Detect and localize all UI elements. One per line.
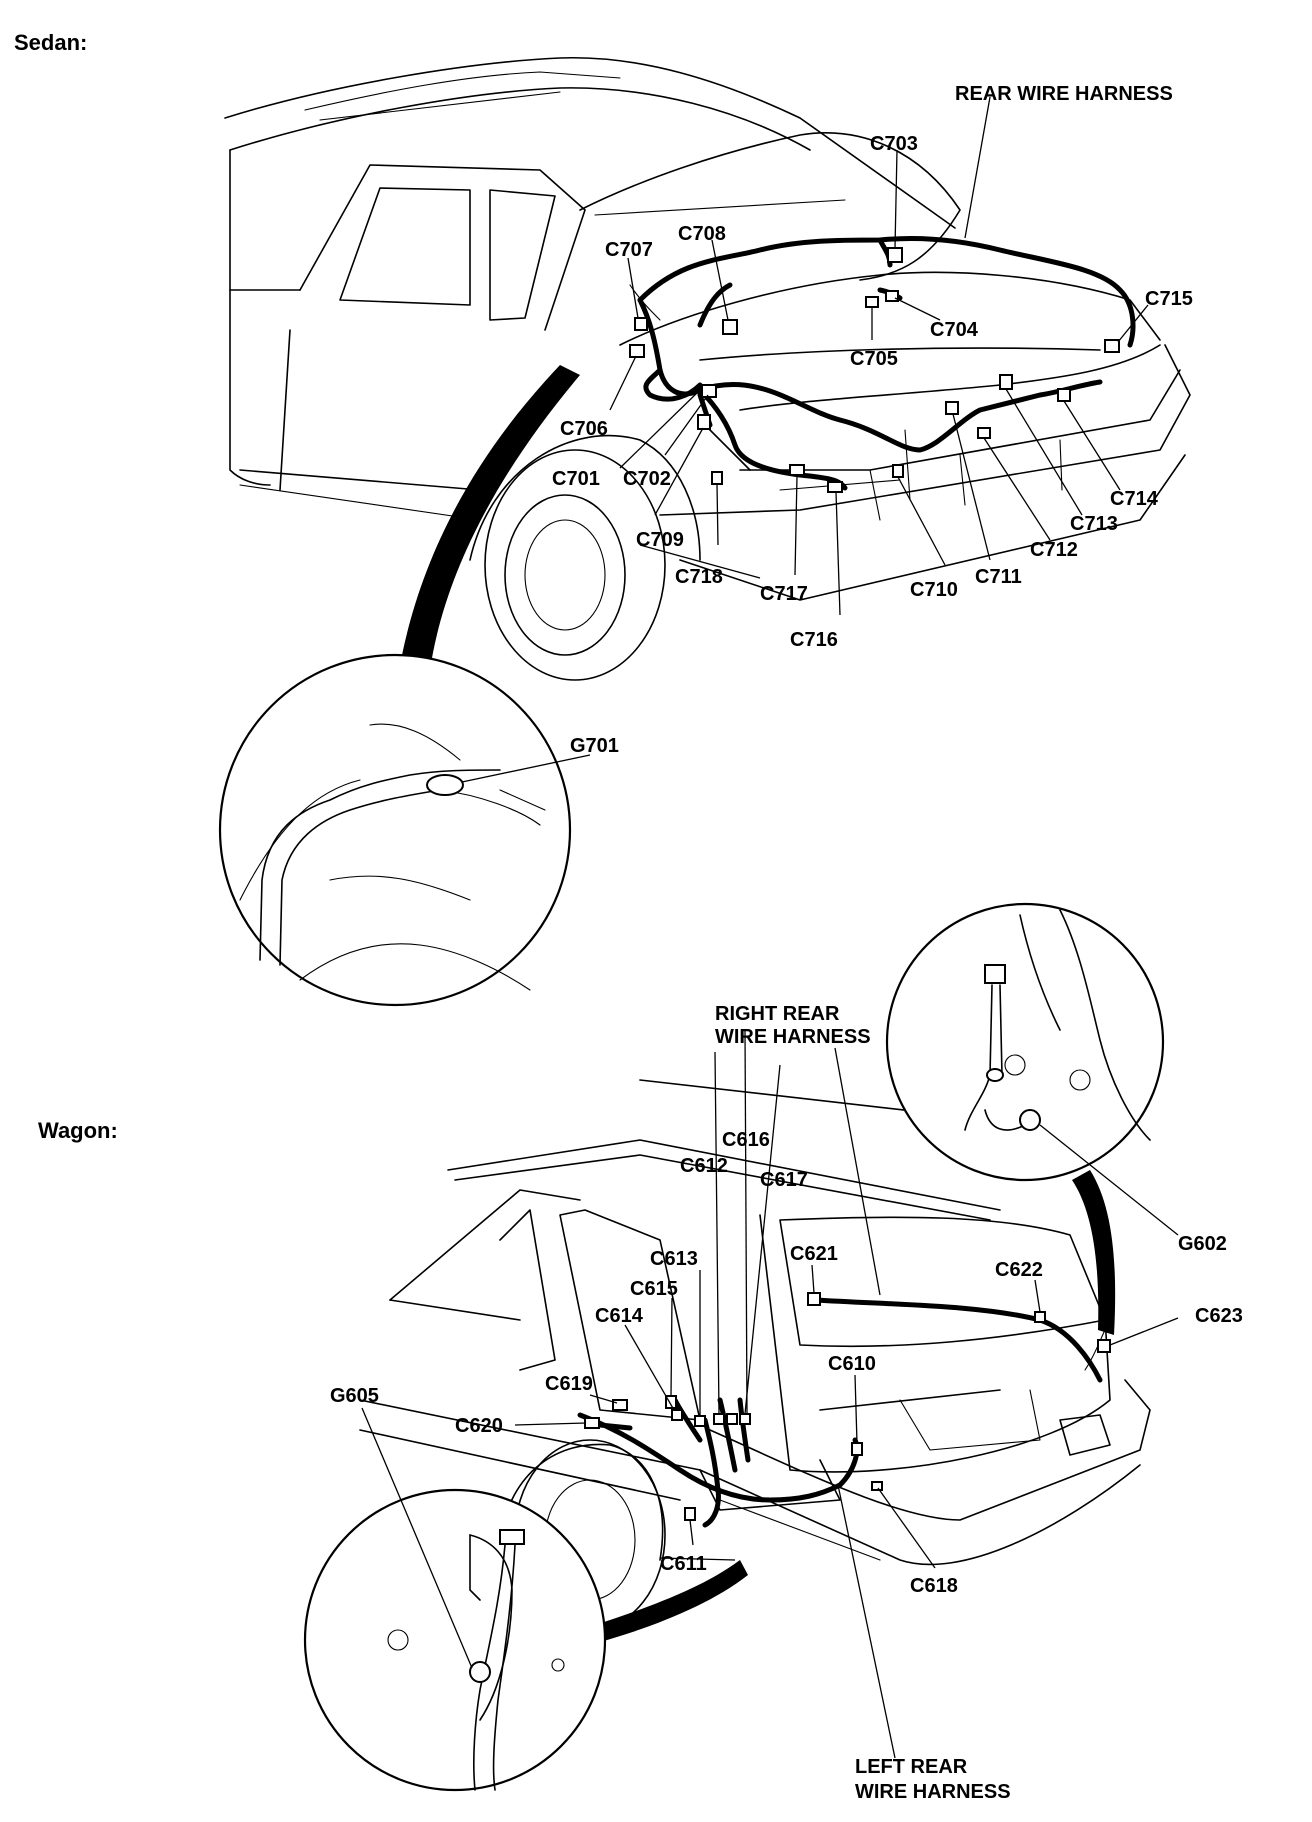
connector-c620 [584,1417,600,1429]
label-c704: C704 [930,319,979,341]
g602-grommet [986,1068,1004,1082]
connector-c617 [739,1413,751,1425]
label-rear-wire-harness: REAR WIRE HARNESS [955,83,1173,105]
connector-c705 [865,296,879,308]
label-c710: C710 [910,579,958,601]
connector-c622 [1034,1311,1046,1323]
label-right-rear-2: WIRE HARNESS [715,1026,871,1048]
label-c706: C706 [560,418,608,440]
label-c621: C621 [790,1243,838,1265]
connector-c714 [1057,388,1071,402]
label-right-rear-1: RIGHT REAR [715,1003,840,1025]
connector-c703 [887,247,903,263]
label-c619: C619 [545,1373,593,1395]
sedan-labels: REAR WIRE HARNESS C703 C708 C707 C715 C7… [552,83,1193,757]
sedan-leader-lines [609,96,1149,616]
sedan-g701-inset [218,365,591,1007]
g605-harness-connector [499,1529,525,1545]
label-c701: C701 [552,468,600,490]
label-c718: C718 [675,566,723,588]
connector-c618 [871,1481,883,1491]
label-left-rear-2: WIRE HARNESS [855,1781,1011,1803]
label-c707: C707 [605,239,653,261]
connector-c713 [999,374,1013,390]
connector-c716 [827,481,843,493]
label-left-rear-1: LEFT REAR [855,1756,968,1778]
label-c714: C714 [1110,488,1159,510]
label-c611: C611 [660,1553,707,1575]
connector-c712 [977,427,991,439]
label-c620: C620 [455,1415,503,1437]
label-g701: G701 [570,735,619,757]
connector-c715 [1104,339,1120,353]
ground-g602-terminal [1019,1109,1041,1131]
wagon-g605-inset [303,1407,748,1792]
connector-c616 [726,1413,738,1425]
connector-c717 [789,464,805,476]
sedan-body [224,56,1191,681]
connector-c718 [711,471,723,485]
label-c713: C713 [1070,513,1118,535]
label-c612: C612 [680,1155,728,1177]
connector-c610 [851,1442,863,1456]
wagon-leader-lines [514,1029,1179,1759]
label-c613: C613 [650,1248,698,1270]
label-c616: C616 [722,1129,770,1151]
label-c712: C712 [1030,539,1078,561]
sedan-heading: Sedan: [14,30,88,55]
label-c623: C623 [1195,1305,1243,1327]
label-c703: C703 [870,133,918,155]
wagon-heading: Wagon: [38,1118,118,1143]
label-c702: C702 [623,468,671,490]
label-c716: C716 [790,629,838,651]
connector-c619 [612,1399,628,1411]
label-c617: C617 [760,1169,808,1191]
label-c705: C705 [850,348,898,370]
connector-c709 [697,414,711,430]
connector-c613 [694,1415,706,1427]
label-c622: C622 [995,1259,1043,1281]
label-c614: C614 [595,1305,644,1327]
label-c709: C709 [636,529,684,551]
connector-c614 [671,1409,683,1421]
label-g602: G602 [1178,1233,1227,1255]
label-c708: C708 [678,223,726,245]
connector-c623 [1097,1339,1111,1353]
connector-c711 [945,401,959,415]
g602-harness-connector [984,964,1006,984]
label-c615: C615 [630,1278,678,1300]
connector-c702 [701,384,717,398]
connector-c710 [892,464,904,478]
ground-g701-terminal [426,774,464,796]
ground-g605-terminal [469,1661,491,1683]
connector-c621 [807,1292,821,1306]
connector-c612 [713,1413,725,1425]
wagon-g602-inset [885,902,1179,1335]
label-g605: G605 [330,1385,379,1407]
wagon-wire-harness [577,1297,1106,1528]
connector-c704 [885,290,899,302]
label-c618: C618 [910,1575,958,1597]
label-c610: C610 [828,1353,876,1375]
connector-c611 [684,1507,696,1521]
connector-c706 [629,344,645,358]
sedan-connector-blocks [629,247,1120,493]
connector-c708 [722,319,738,335]
label-c711: C711 [975,566,1022,588]
label-c717: C717 [760,583,808,605]
connector-c707 [634,317,648,331]
wagon-labels: RIGHT REAR WIRE HARNESS C616 C612 C617 G… [330,1003,1243,1803]
wagon-body [359,1079,1151,1631]
label-c715: C715 [1145,288,1193,310]
